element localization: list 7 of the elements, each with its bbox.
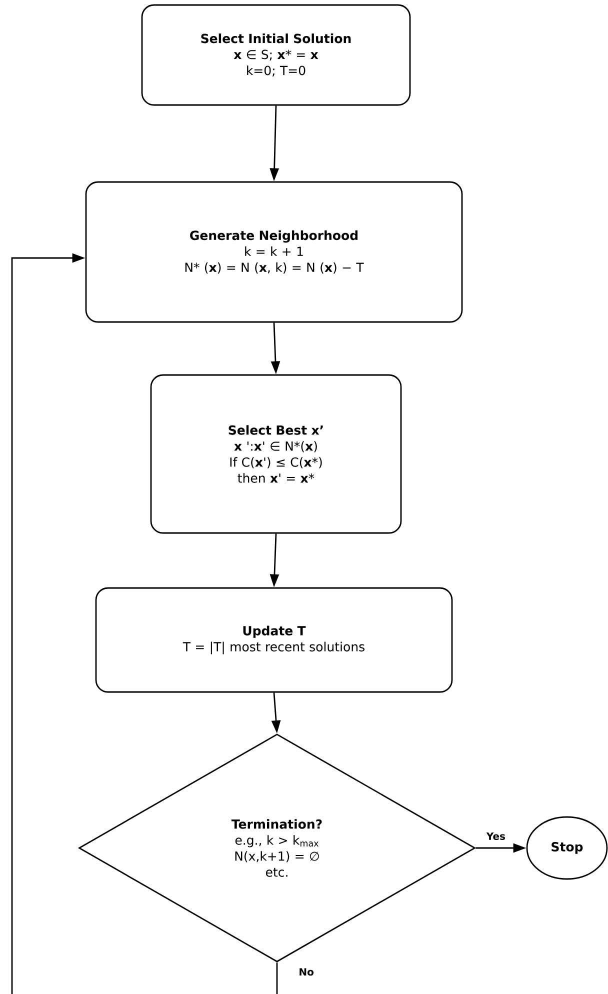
process-box: Update T T = |T| most recent solutions	[95, 587, 453, 693]
process-box: Select Initial Solution x ∈ S; x* = x k=0; T=0	[141, 4, 411, 106]
arrow	[11, 253, 278, 994]
process-box: Select Best x’ x ':x' ∈ N*(x) If C(x') ≤ C(x*) then x' = x*	[150, 374, 402, 534]
edge-label: No	[300, 968, 314, 976]
edge-label: Yes	[486, 832, 505, 840]
process-box: Generate Neighborhood k = k + 1 N* (x) = N (x, k) = N (x) − T	[85, 181, 463, 323]
